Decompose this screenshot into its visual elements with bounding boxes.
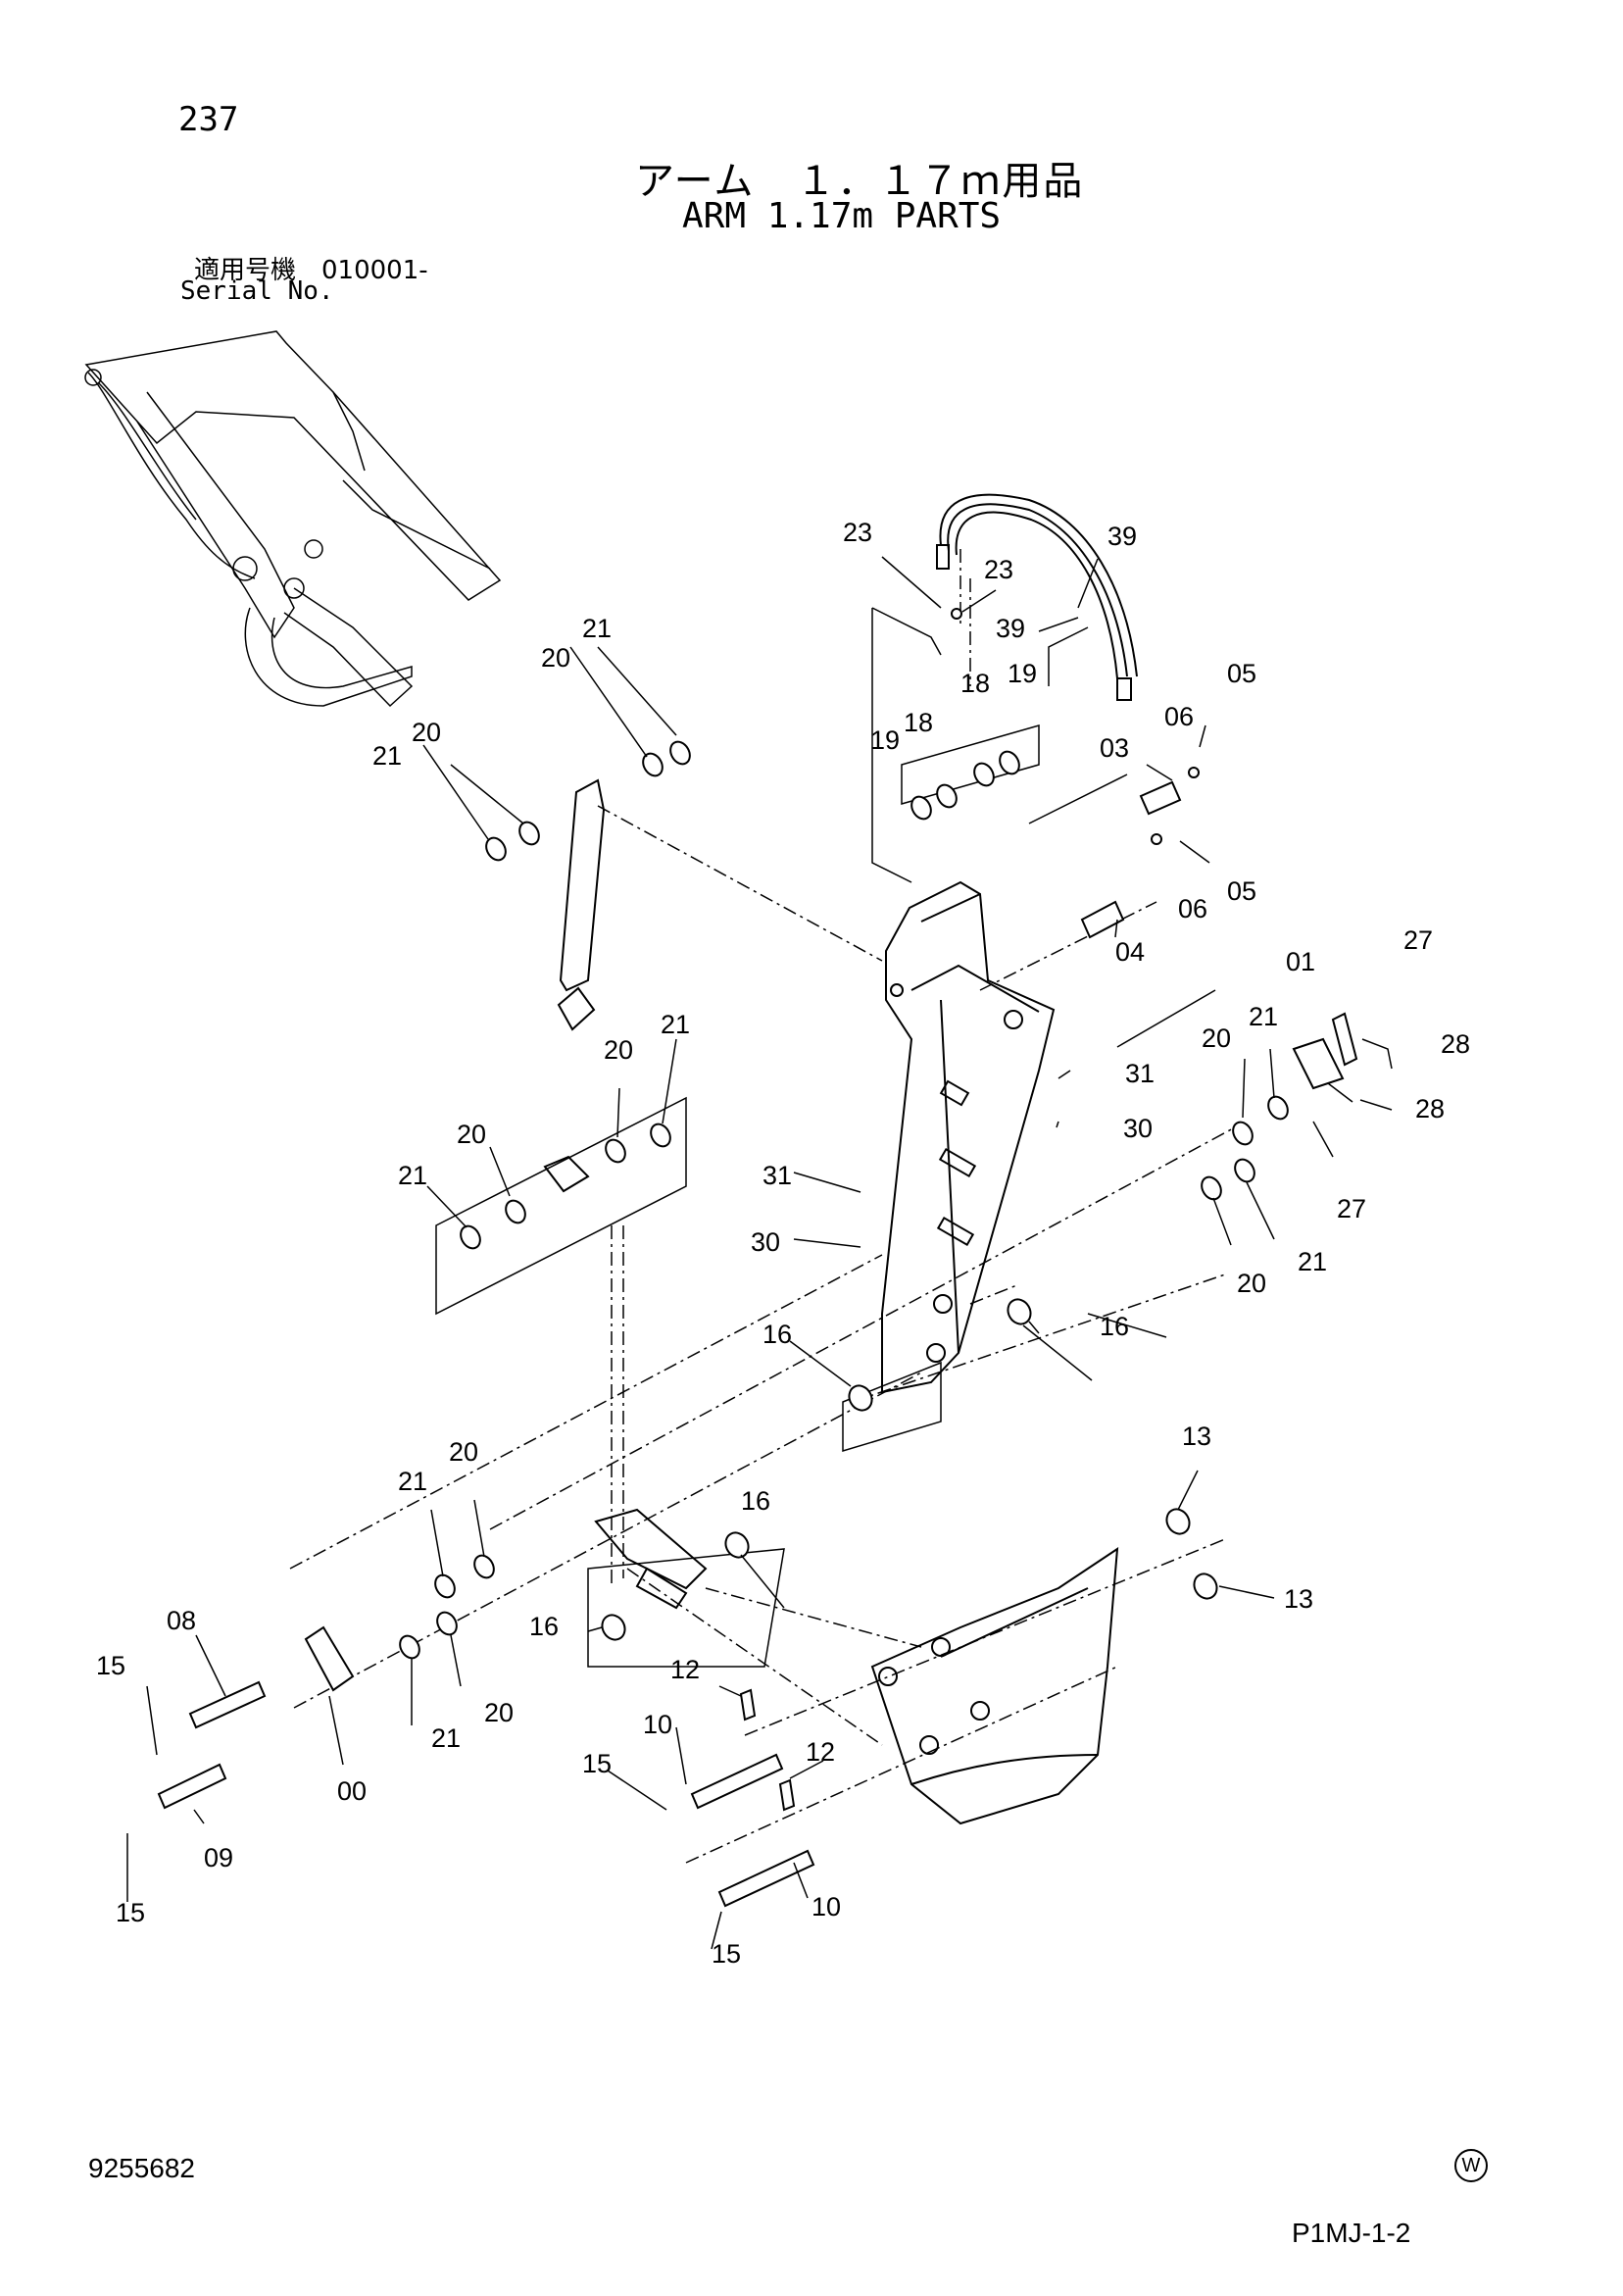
callout-20-g: 20 xyxy=(449,1437,478,1467)
title-english: ARM 1.17m PARTS xyxy=(682,196,1002,236)
callout-19-a: 19 xyxy=(1008,659,1037,688)
callout-19-b: 19 xyxy=(870,725,900,755)
callout-06-a: 06 xyxy=(1164,702,1194,731)
callout-20-b: 20 xyxy=(412,718,441,747)
callout-39-top: 39 xyxy=(1107,522,1137,551)
callout-18-b: 18 xyxy=(904,708,933,737)
assembly-lines xyxy=(289,549,1353,1864)
callout-20-d: 20 xyxy=(604,1035,633,1065)
callout-21-b: 21 xyxy=(372,741,402,771)
serial-label-english: Serial No. xyxy=(180,276,334,306)
callout-23-lower: 23 xyxy=(984,555,1013,584)
callout-05-a: 05 xyxy=(1227,659,1256,688)
callout-10-a: 10 xyxy=(643,1710,672,1739)
callout-31-b: 31 xyxy=(762,1161,792,1190)
callout-12-b: 12 xyxy=(806,1737,835,1767)
callout-16-d: 16 xyxy=(529,1612,559,1641)
callout-21-g: 21 xyxy=(398,1467,427,1496)
callout-27-b: 27 xyxy=(1337,1194,1366,1223)
bucket xyxy=(870,1547,1119,1825)
callout-05-b: 05 xyxy=(1227,876,1256,906)
callout-21-c: 21 xyxy=(1249,1002,1278,1031)
pins xyxy=(157,780,1358,1908)
callout-21-h: 21 xyxy=(431,1723,461,1753)
callout-30-a: 30 xyxy=(1123,1114,1153,1143)
callout-04: 04 xyxy=(1115,937,1145,967)
figure-code: P1MJ-1-2 xyxy=(1292,2218,1411,2248)
callout-16-c: 16 xyxy=(741,1486,770,1516)
callout-28-a: 28 xyxy=(1441,1029,1470,1059)
link-rod xyxy=(543,778,606,1193)
callout-20-e: 20 xyxy=(457,1120,486,1149)
callout-12-a: 12 xyxy=(670,1655,700,1684)
copyright-w-mark: W xyxy=(1454,2149,1488,2182)
callout-16-b: 16 xyxy=(762,1320,792,1349)
callout-27-a: 27 xyxy=(1403,925,1433,955)
serial-label-japanese: 適用号機 010001- xyxy=(194,256,428,285)
callout-16-a: 16 xyxy=(1100,1312,1129,1341)
callout-20-a: 20 xyxy=(541,643,570,673)
callout-00: 00 xyxy=(337,1776,367,1806)
callout-13-b: 13 xyxy=(1284,1584,1313,1614)
page-number: 237 xyxy=(178,100,239,139)
callout-18-a: 18 xyxy=(960,669,990,698)
washers-and-bolts xyxy=(399,608,1289,1660)
callout-30-b: 30 xyxy=(751,1227,780,1257)
callout-20-f: 20 xyxy=(1237,1269,1266,1298)
machine-overview-sketch xyxy=(84,330,502,708)
title-japanese: アーム １．１７ｍ用品 xyxy=(635,159,1085,204)
callout-13-a: 13 xyxy=(1182,1422,1211,1451)
callout-28-b: 28 xyxy=(1415,1094,1445,1123)
callout-21-a: 21 xyxy=(582,614,612,643)
callout-15-b: 15 xyxy=(116,1898,145,1927)
callout-20-h: 20 xyxy=(484,1698,514,1727)
callout-20-c: 20 xyxy=(1202,1023,1231,1053)
callout-06-b: 06 xyxy=(1178,894,1207,923)
callout-10-b: 10 xyxy=(812,1892,841,1922)
callout-15-a: 15 xyxy=(96,1651,125,1680)
callout-15-d: 15 xyxy=(712,1939,741,1969)
callout-39-lower: 39 xyxy=(996,614,1025,643)
arm-body xyxy=(881,880,1056,1394)
callout-21-d: 21 xyxy=(661,1010,690,1039)
callout-03: 03 xyxy=(1100,733,1129,763)
callout-09: 09 xyxy=(204,1843,233,1872)
callout-labels: 23 23 39 39 21 20 20 21 18 19 19 18 05 0… xyxy=(96,518,1470,1969)
callout-01: 01 xyxy=(1286,947,1315,976)
document-number: 9255682 xyxy=(88,2153,196,2183)
callout-31-a: 31 xyxy=(1125,1059,1155,1088)
callout-21-e: 21 xyxy=(398,1161,427,1190)
callout-leaders xyxy=(126,556,1393,1950)
callout-08: 08 xyxy=(167,1606,196,1635)
callout-21-f: 21 xyxy=(1298,1247,1327,1276)
hose-assembly xyxy=(936,493,1138,701)
callout-15-c: 15 xyxy=(582,1749,612,1778)
callout-23-top: 23 xyxy=(843,518,872,547)
